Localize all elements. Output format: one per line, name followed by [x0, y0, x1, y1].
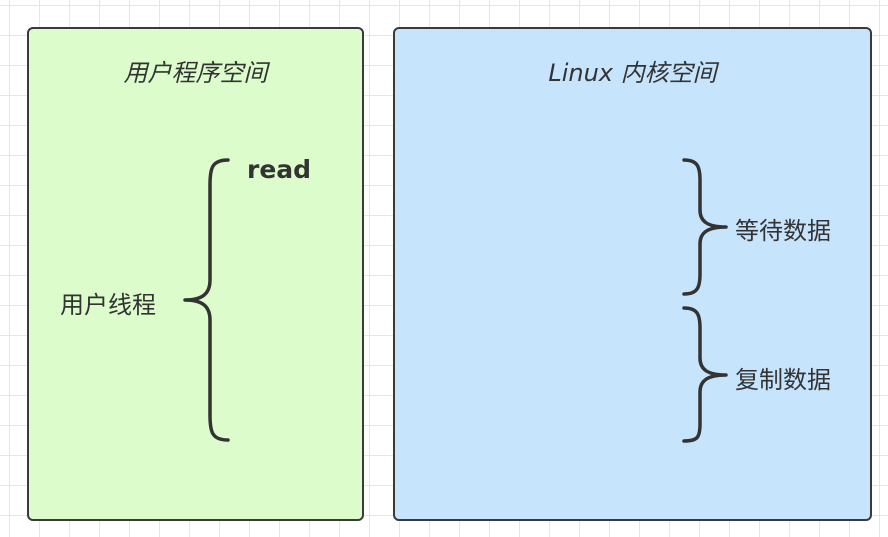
kernel-space-title: Linux 内核空间	[548, 59, 717, 87]
user-space-panel: 用户程序空间	[27, 27, 364, 521]
user-thread-label: 用户线程	[60, 291, 156, 319]
copy-data-label: 复制数据	[735, 366, 831, 394]
wait-data-label: 等待数据	[735, 217, 831, 245]
user-space-title: 用户程序空间	[123, 59, 268, 87]
kernel-space-panel: Linux 内核空间	[393, 27, 872, 521]
read-call-label: read	[247, 155, 312, 184]
